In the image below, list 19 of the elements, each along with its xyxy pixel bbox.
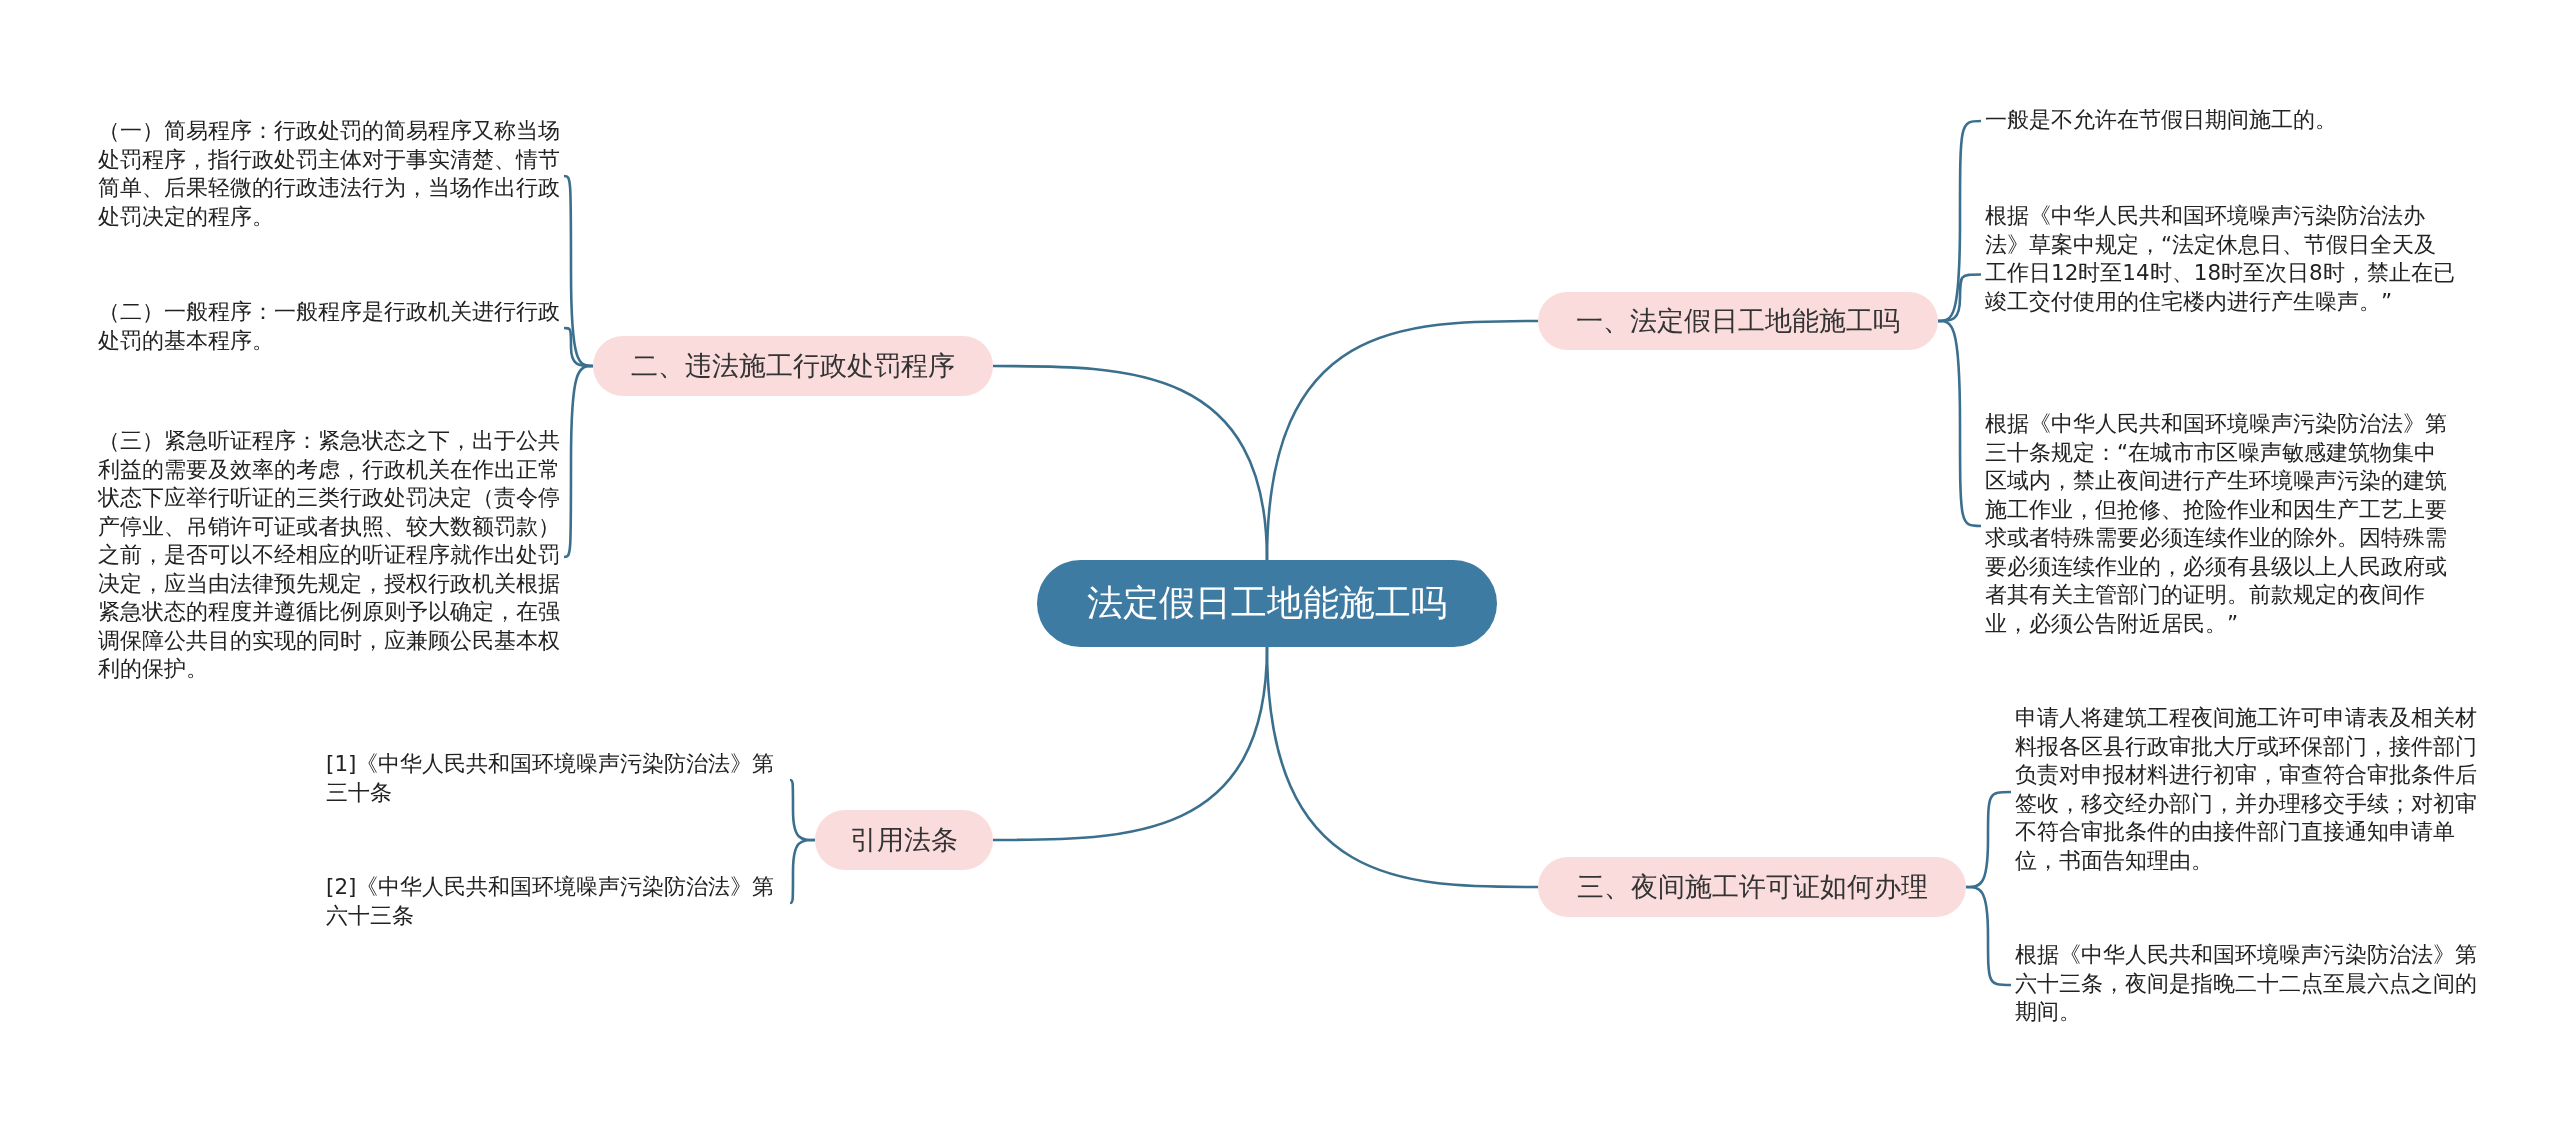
note-text: [2]《中华人民共和国环境噪声污染防治法》第六十三条 <box>326 873 786 933</box>
note-text: [1]《中华人民共和国环境噪声污染防治法》第三十条 <box>326 750 786 810</box>
connector-line <box>789 838 815 905</box>
note-text: 根据《中华人民共和国环境噪声污染防治法》第三十条规定：“在城市市区噪声敏感建筑物集中区域内，禁止夜间进行产生环境噪声污染的建筑施工作业，但抢修、抢险作业和因生产工艺上要求或者特殊需要必须连续作业的除外。因特殊需要必须连续作业的，必须有县级以上人民政府或者其有关主管部门的证明。前款规定的夜间作业，必须公告附近居民。” <box>1985 410 2455 642</box>
topic-box: 一、法定假日工地能施工吗 <box>1538 292 1938 350</box>
note-text: 一般是不允许在节假日期间施工的。 <box>1985 106 2455 136</box>
connector-line <box>993 364 1269 561</box>
connector-line <box>563 364 594 559</box>
note-text: （二）一般程序：一般程序是行政机关进行行政处罚的基本程序。 <box>98 298 560 358</box>
note-text: （一）简易程序：行政处罚的简易程序又称当场处罚程序，指行政处罚主体对于事实清楚、情节简单、后果轻微的行政违法行为，当场作出行政处罚决定的程序。 <box>98 117 560 235</box>
note-text: （三）紧急听证程序：紧急状态之下，出于公共利益的需要及效率的考虑，行政机关在作出正常状态下应举行听证的三类行政处罚决定（责令停产停业、吊销许可证或者执照、较大数额罚款）之前，是否可以不经相应的听证程序就作出处罚决定，应当由法律预先规定，授权行政机关根据紧急状态的程度并遵循比例原则予以确定，在强调保障公共目的实现的同时，应兼顾公民基本权利的保护。 <box>98 427 560 687</box>
connector-line <box>993 646 1269 842</box>
note-text: 根据《中华人民共和国环境噪声污染防治法办法》草案中规定，“法定休息日、节假日全天及工作日12时至14时、18时至次日8时，禁止在已竣工交付使用的住宅楼内进行产生噪声。” <box>1985 202 2455 347</box>
topic-box: 引用法条 <box>815 810 993 870</box>
note-text: 根据《中华人民共和国环境噪声污染防治法》第六十三条，夜间是指晚二十二点至晨六点之间的期间。 <box>2015 941 2477 1029</box>
topic-box: 二、违法施工行政处罚程序 <box>593 336 993 396</box>
note-text: 申请人将建筑工程夜间施工许可申请表及相关材料报各区县行政审批大厅或环保部门，接件部门负责对申报材料进行初审，审查符合审批条件后签收，移交经办部门，并办理移交手续；对初审不符合审批条件的由接件部门直接通知申请单位，书面告知理由。 <box>2015 704 2477 880</box>
central-topic-box: 法定假日工地能施工吗 <box>1037 560 1497 647</box>
topic-box: 三、夜间施工许可证如何办理 <box>1538 857 1966 917</box>
